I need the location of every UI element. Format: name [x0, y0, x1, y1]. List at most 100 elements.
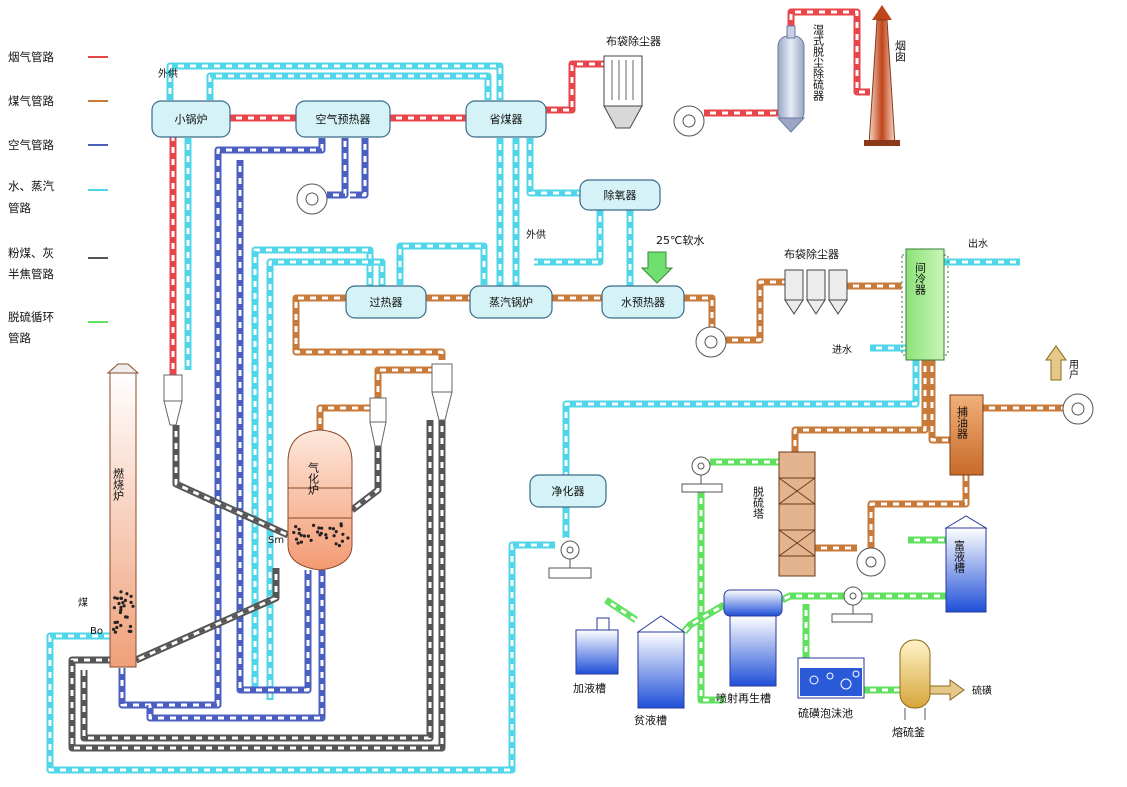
coal-particle — [341, 532, 345, 536]
rich-tank-label: 富液槽 — [953, 539, 966, 574]
coal-particle — [337, 544, 341, 548]
pipe-desulf-regen-lean — [681, 601, 726, 635]
foam-tank: 硫磺泡沫池 — [797, 657, 865, 720]
user-label: 用户 — [1067, 359, 1079, 380]
coal-particle — [299, 533, 303, 537]
pipe-gas-header-superheater — [292, 294, 446, 360]
gasifier-coal-particles — [292, 522, 350, 548]
coal-particle — [113, 596, 117, 600]
combustor: 燃烧炉 — [106, 363, 140, 668]
coal-particle — [115, 620, 119, 624]
legend: 烟气管路 煤气管路 空气管路 水、蒸汽 管路 粉煤、灰 半焦管路 脱硫循环 管路 — [8, 50, 108, 345]
lean-tank: 贫液槽 — [634, 615, 686, 727]
air-preheater-label: 空气预热器 — [316, 112, 371, 126]
coal-particle — [339, 524, 343, 528]
cyclone-gasifier-1 — [369, 397, 387, 447]
bag-filter-top: 布袋除尘器 — [603, 34, 661, 129]
coal-particle — [332, 534, 336, 538]
desulf-tower-label: 脱硫塔 — [752, 485, 765, 520]
fan-user — [1062, 393, 1094, 425]
pipe-water-cooler-purifier — [562, 360, 920, 475]
fan-air — [296, 183, 328, 215]
coal-particle — [312, 523, 316, 528]
pipe-water-economizer-deaerator — [526, 138, 580, 197]
coal-particle — [331, 527, 335, 531]
foam-tank-label: 硫磺泡沫池 — [798, 706, 853, 720]
coal-particle — [294, 537, 299, 541]
fan-top — [673, 105, 705, 137]
pipe-network — [46, 8, 1063, 774]
water-preheater: 水预热器 — [601, 285, 685, 319]
legend-desulf-label-2: 管路 — [8, 331, 31, 345]
coal-particle — [297, 527, 301, 531]
coal-particle — [328, 526, 332, 530]
coal-particle — [292, 530, 296, 535]
coal-particle — [117, 601, 121, 606]
coal-particle — [324, 536, 329, 540]
economizer: 省煤器 — [465, 100, 547, 138]
coal-particle — [119, 608, 123, 612]
water-preheater-label: 水预热器 — [621, 296, 665, 309]
bag-filter-mid-label: 布袋除尘器 — [784, 247, 839, 261]
regen-tank-label: 喷射再生槽 — [716, 691, 771, 705]
coal-particle — [129, 594, 133, 598]
pipe-ash-cyclone3-down — [68, 420, 446, 752]
gasifier-label: 气化炉 — [307, 461, 320, 496]
pipe-gas-fan-bag — [726, 278, 785, 344]
coal-particle — [112, 627, 116, 632]
purifier-label: 净化器 — [552, 484, 585, 498]
sm-label: Sm — [268, 535, 284, 546]
wet-desulfurizer: 湿式脱尘除硫器 — [776, 24, 825, 133]
user-arrow — [1045, 345, 1067, 381]
combustor-label: 燃烧炉 — [112, 467, 125, 502]
sulfur-kettle-label: 熔硫釜 — [892, 725, 925, 739]
pipe-gas-preheater-fan — [684, 294, 716, 327]
pipe-water-purifier-bottom — [46, 541, 555, 774]
coal-particle — [306, 534, 310, 538]
coal-particle — [119, 590, 123, 594]
gasifier: 气化炉 — [287, 429, 353, 571]
purifier: 净化器 — [529, 474, 607, 508]
small-boiler-label: 小锅炉 — [175, 113, 208, 126]
deaerator-label: 除氧器 — [604, 188, 637, 202]
economizer-label: 省煤器 — [490, 113, 523, 126]
pipe-ash-cyclone2-gasifier — [349, 446, 382, 513]
coal-particle — [346, 536, 350, 540]
coal-particle — [309, 538, 313, 543]
coal-particle — [112, 606, 116, 610]
bag-filter-top-label: 布袋除尘器 — [606, 34, 661, 48]
coal-particle — [115, 596, 119, 601]
coal-particle — [113, 630, 117, 634]
add-tank-label: 加液槽 — [573, 681, 606, 695]
cyclone-gasifier-2 — [431, 363, 453, 421]
pipe-flue-wet-chimney — [787, 8, 870, 96]
in-water-label: 进水 — [832, 344, 852, 356]
coal-particle — [119, 623, 123, 628]
pipe-flue-economizer-bag — [545, 60, 604, 114]
legend-coal-ash-label: 粉煤、灰 — [8, 246, 54, 260]
pipe-water-deaerator-supply — [534, 210, 604, 266]
coal-particle — [115, 625, 119, 630]
chimney-label: 烟囱 — [894, 39, 907, 62]
legend-water-steam-label: 水、蒸汽 — [8, 179, 54, 193]
legend-desulf-label: 脱硫循环 — [8, 310, 54, 324]
tar-catcher-label: 捕油器 — [956, 405, 969, 440]
small-boiler: 小锅炉 — [151, 100, 231, 138]
coal-particle — [297, 531, 301, 535]
coal-particle — [320, 526, 324, 530]
regen-tank: 喷射再生槽 — [716, 589, 783, 705]
coal-label: 煤 — [78, 596, 88, 609]
fan-mid — [695, 326, 727, 358]
pipe-gas-cooler-tar — [928, 360, 950, 444]
pipe-gas-gasifier-top — [316, 404, 370, 430]
superheater-label: 过热器 — [370, 296, 403, 309]
steam-boiler-label: 蒸汽锅炉 — [489, 295, 533, 309]
pipe-water-top-loop-2 — [206, 72, 492, 100]
coal-particle — [317, 526, 321, 530]
pipe-desulf-add-lean — [604, 597, 638, 623]
pump-purifier — [548, 540, 592, 579]
pipe-gas-cooler-tower — [791, 360, 929, 452]
air-preheater: 空气预热器 — [295, 100, 391, 138]
pipe-air-fan-preheater — [327, 138, 349, 199]
